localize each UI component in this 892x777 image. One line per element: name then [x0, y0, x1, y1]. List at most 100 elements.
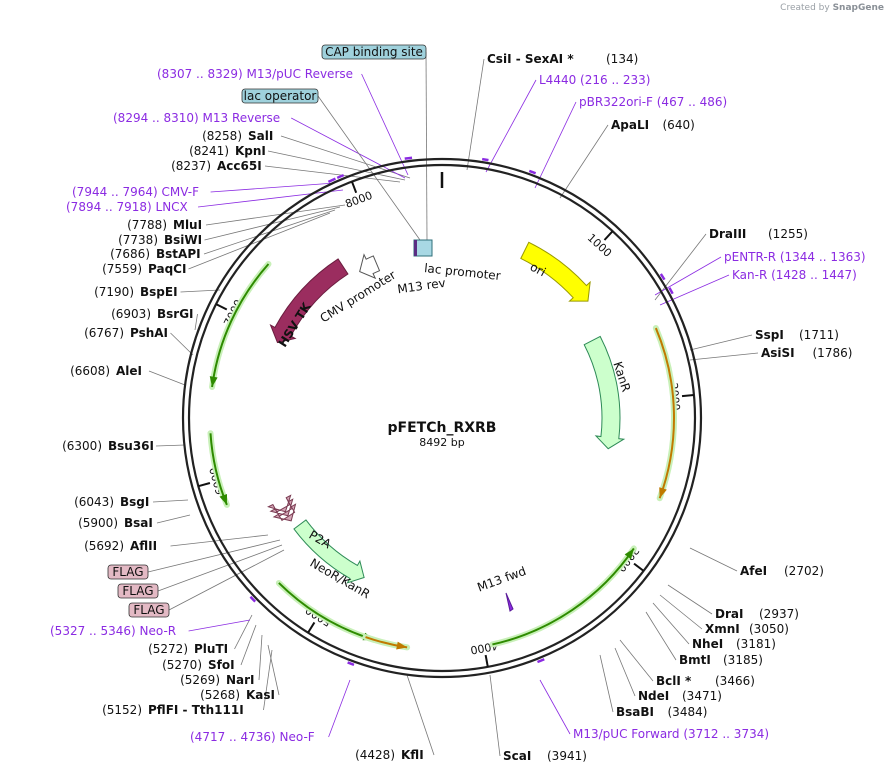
primer-arc — [481, 157, 489, 162]
enzyme-right-pos: (3471) — [682, 689, 722, 703]
enzyme-left-name: AleI — [116, 364, 142, 378]
enzyme-right-name: NdeI — [638, 689, 669, 703]
enzyme-left-pos: (6300) — [62, 439, 102, 453]
orf-arrowhead — [396, 641, 408, 650]
enzyme-left-pos: (5270) — [162, 658, 202, 672]
labels: SalI(8258)KpnI(8241)Acc65I(8237)MluI(778… — [50, 44, 866, 763]
connector-line — [614, 647, 636, 697]
connector-line — [659, 594, 703, 630]
primer-label: L4440 (216 .. 233) — [539, 73, 650, 87]
kanr-arrow — [583, 335, 626, 450]
connector-line — [188, 619, 251, 632]
primer-arc — [336, 173, 345, 180]
enzyme-left-name: Bsu36I — [108, 439, 154, 453]
enzyme-left-name: BspEI — [140, 285, 178, 299]
boxed-label-bg — [241, 88, 319, 104]
enzyme-right-name: DraI — [715, 607, 743, 621]
enzyme-left-pos: (8237) — [171, 159, 211, 173]
orf-arrowhead — [219, 493, 228, 505]
orf-arrowhead — [624, 548, 634, 560]
enzyme-left-name: NarI — [226, 673, 255, 687]
connector-line — [267, 150, 406, 181]
primer-label: (7944 .. 7964) CMV-F — [72, 185, 199, 199]
cmv-promoter-arrow — [359, 253, 381, 280]
enzyme-left-pos: (6767) — [84, 326, 124, 340]
connector-line — [689, 334, 753, 351]
connector-line — [280, 135, 411, 179]
primer-label: pENTR-R (1344 .. 1363) — [724, 250, 866, 264]
enzyme-left-name: BsgI — [120, 495, 149, 509]
enzyme-right-pos: (3050) — [749, 622, 789, 636]
enzyme-right-name: AfeI — [740, 564, 767, 578]
orf-arcs — [207, 261, 677, 651]
enzyme-left-name: BsaI — [124, 516, 153, 530]
enzyme-right-pos: (3484) — [668, 705, 708, 719]
connector-line — [170, 534, 269, 547]
enzyme-right-pos: (1786) — [813, 346, 853, 360]
connector-line — [194, 313, 198, 331]
connector-line — [485, 79, 537, 173]
primer-arc — [404, 156, 413, 160]
enzyme-right-name: XmnI — [705, 622, 740, 636]
boxed-label-bg — [117, 583, 159, 599]
primer-arc — [327, 177, 336, 184]
enzyme-right-pos: (3185) — [723, 653, 763, 667]
primer-label: pBR322ori-F (467 .. 486) — [579, 95, 727, 109]
enzyme-right-name: CsiI - SexAI * — [487, 52, 574, 66]
connector-line — [291, 117, 406, 179]
enzyme-left-name: PaqCI — [148, 262, 186, 276]
connector-line — [689, 547, 738, 572]
tick-mark — [633, 562, 645, 572]
tick-mark — [215, 303, 228, 311]
connector-line — [645, 611, 677, 661]
connector-line — [539, 679, 571, 735]
primer-arc — [668, 287, 674, 295]
enzyme-left-pos: (5900) — [78, 516, 118, 530]
connector-line — [197, 189, 344, 208]
connector-line — [263, 649, 273, 711]
m13-fwd-label: M13 fwd — [475, 564, 528, 595]
connector-line — [148, 370, 186, 386]
features — [267, 239, 626, 612]
primer-label: M13/pUC Forward (3712 .. 3734) — [573, 727, 769, 741]
enzyme-left-pos: (5152) — [102, 703, 142, 717]
enzyme-right-pos: (2702) — [784, 564, 824, 578]
connector-line — [210, 182, 336, 193]
connector-line — [258, 634, 263, 681]
connector-line — [234, 614, 253, 650]
ori-arrow — [520, 241, 591, 302]
enzyme-right-name: BclI * — [656, 674, 692, 688]
credit-prefix: Created by — [780, 3, 830, 13]
enzyme-right-pos: (3466) — [715, 674, 755, 688]
enzyme-right-name: ScaI — [503, 749, 531, 763]
tick-mark — [603, 230, 614, 241]
primer-label: Kan-R (1428 .. 1447) — [732, 268, 857, 282]
primer-marks — [249, 156, 674, 666]
boxed-label-bg — [107, 564, 149, 580]
primer-arc — [659, 273, 666, 281]
enzyme-left-name: PflFI - Tth111I — [148, 703, 244, 717]
primer-arc — [528, 169, 537, 175]
connector-line — [267, 644, 280, 696]
primer-arc — [249, 595, 257, 603]
boxed-label-text: CAP binding site — [325, 45, 423, 59]
enzyme-right-pos: (640) — [663, 118, 695, 132]
primer-label: (8307 .. 8329) M13/pUC Reverse — [157, 67, 353, 81]
enzyme-right-name: ApaLI — [611, 118, 649, 132]
boxed-label-text: FLAG — [112, 565, 143, 579]
enzyme-left-name: SfoI — [208, 658, 235, 672]
enzyme-left-name: PshAI — [130, 326, 168, 340]
enzyme-left-name: KasI — [246, 688, 275, 702]
backbone-outer — [181, 157, 703, 679]
enzyme-left-name: PluTI — [194, 642, 228, 656]
ori-label: ori — [528, 260, 548, 280]
enzyme-right-name: AsiSI — [761, 346, 795, 360]
connector-line — [240, 624, 257, 666]
enzyme-right-pos: (1711) — [799, 328, 839, 342]
connector-line — [534, 101, 577, 189]
enzyme-right-name: DraIII — [709, 227, 746, 241]
boxed-label-text: lac operator — [244, 89, 317, 103]
connector-line — [466, 58, 485, 171]
primer-arc — [536, 658, 545, 664]
plasmid-length: 8492 bp — [419, 436, 464, 449]
